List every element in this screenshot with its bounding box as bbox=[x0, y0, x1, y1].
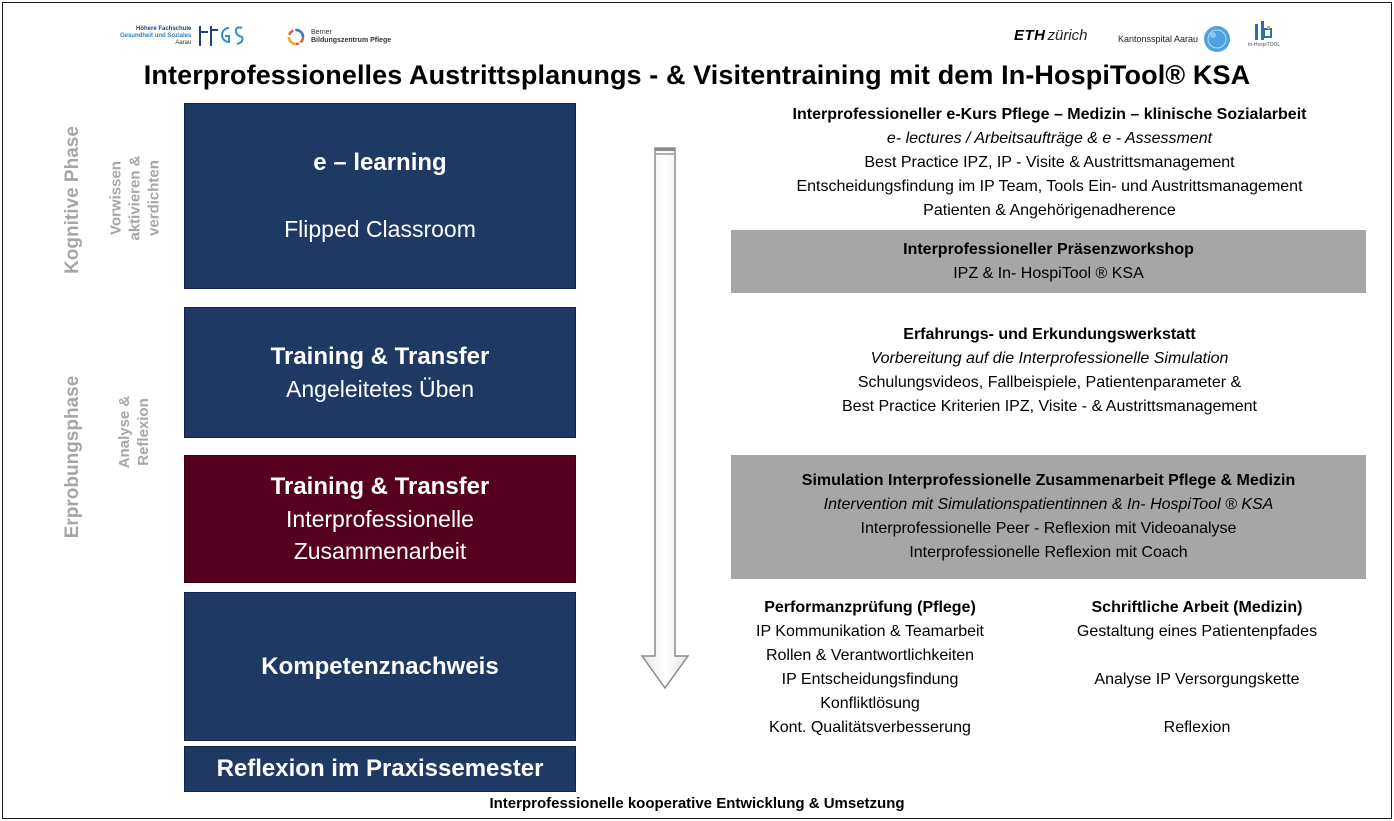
werkstatt-italic: Vorbereitung auf die Interprofessionelle… bbox=[870, 350, 1229, 367]
phase-box-kompetenz: Kompetenznachweis bbox=[184, 592, 576, 741]
medizin-line: Reflexion bbox=[1163, 719, 1231, 736]
box-subtitle: Zusammenarbeit bbox=[293, 538, 467, 564]
werkstatt-block: Erfahrungs- und Erkundungswerkstatt Vorb… bbox=[732, 323, 1367, 419]
medizin-column: Schriftliche Arbeit (Medizin) Gestaltung… bbox=[1032, 596, 1362, 740]
workshop-block: Interprofessioneller Präsenzworkshop IPZ… bbox=[731, 230, 1366, 293]
pflege-line: Kont. Qualitätsverbesserung bbox=[769, 719, 971, 736]
phase-sub-cognitive-line2: aktivieren & bbox=[126, 155, 144, 241]
eth-bold: ETH bbox=[1014, 27, 1046, 44]
pflege-line: Rollen & Verantwortlichkeiten bbox=[765, 647, 975, 664]
pflege-heading: Performanzprüfung (Pflege) bbox=[764, 599, 976, 616]
inhospitool-label: In-HospiTOOL bbox=[1248, 42, 1281, 48]
berner-circle-icon bbox=[287, 28, 305, 46]
inhospitool-logo: In-HospiTOOL bbox=[1248, 20, 1280, 48]
berner-line2: Bildungszentrum Pflege bbox=[311, 37, 392, 44]
simulation-block: Simulation Interprofessionelle Zusammena… bbox=[731, 455, 1366, 579]
werkstatt-line: Schulungsvideos, Fallbeispiele, Patiente… bbox=[857, 374, 1242, 391]
box-title: e – learning bbox=[313, 149, 447, 176]
hfgs-logo: Höhere Fachschule Gesundheit und Soziale… bbox=[120, 24, 245, 48]
inhospitool-icon bbox=[1255, 21, 1273, 40]
box-subtitle: Angeleitetes Üben bbox=[286, 375, 474, 402]
medizin-line bbox=[1032, 692, 1362, 716]
phase-label-cognitive: Kognitive Phase bbox=[62, 126, 83, 274]
pflege-line: IP Entscheidungsfindung bbox=[781, 671, 959, 688]
pflege-column: Performanzprüfung (Pflege) IP Kommunikat… bbox=[705, 596, 1035, 740]
phase-box-reflexion: Reflexion im Praxissemester bbox=[184, 746, 576, 792]
medizin-line: Gestaltung eines Patientenpfades bbox=[1076, 623, 1318, 640]
hfgs-mark-icon bbox=[199, 26, 244, 46]
werkstatt-heading: Erfahrungs- und Erkundungswerkstatt bbox=[903, 326, 1196, 343]
ekurs-heading: Interprofessioneller e-Kurs Pflege – Med… bbox=[792, 106, 1307, 123]
hfgs-line2: Gesundheit und Soziales bbox=[120, 32, 192, 39]
pflege-line: Konfliktlösung bbox=[820, 695, 920, 712]
ksa-label: Kantonsspital Aarau bbox=[1118, 34, 1199, 44]
phase-sub-cognitive-line1: Vorwissen bbox=[107, 161, 125, 235]
werkstatt-line: Best Practice Kriterien IPZ, Visite - & … bbox=[842, 398, 1257, 415]
footer-caption: Interprofessionelle kooperative Entwickl… bbox=[489, 795, 905, 812]
ekurs-line: Best Practice IPZ, IP - Visite & Austrit… bbox=[864, 154, 1235, 171]
simulation-line: Interprofessionelle Peer - Reflexion mit… bbox=[860, 520, 1237, 537]
box-title: Training & Transfer bbox=[270, 342, 490, 370]
ekurs-line: Patienten & Angehörigenadherence bbox=[923, 202, 1176, 219]
page-title: Interprofessionelles Austrittsplanungs -… bbox=[143, 60, 1251, 90]
phase-sub-erprobung-line1: Analyse & bbox=[116, 395, 133, 469]
workshop-line: IPZ & In- HospiTool ® KSA bbox=[953, 265, 1144, 282]
berner-line1: Berner bbox=[311, 29, 333, 36]
medizin-heading: Schriftliche Arbeit (Medizin) bbox=[1091, 599, 1303, 616]
phase-sub-erprobung: Analyse & Reflexion bbox=[115, 396, 153, 469]
phase-box-elearning: e – learning Flipped Classroom bbox=[184, 103, 576, 289]
box-title: Training & Transfer bbox=[270, 473, 490, 500]
ksa-logo: Kantonsspital Aarau bbox=[1118, 24, 1232, 54]
box-subtitle: Flipped Classroom bbox=[284, 216, 476, 242]
box-subtitle: Interprofessionelle bbox=[286, 506, 474, 532]
simulation-heading: Simulation Interprofessionelle Zusammena… bbox=[801, 472, 1296, 489]
phase-box-interprofessional: Training & Transfer Interprofessionelle … bbox=[184, 455, 576, 583]
phase-sub-cognitive-line3: verdichten bbox=[145, 160, 163, 236]
medizin-line bbox=[1032, 644, 1362, 668]
phase-sub-erprobung-line2: Reflexion bbox=[135, 398, 152, 466]
pflege-line: IP Kommunikation & Teamarbeit bbox=[756, 623, 984, 640]
simulation-line: Interprofessionelle Reflexion mit Coach bbox=[909, 544, 1188, 561]
ksa-globe-icon bbox=[1204, 26, 1231, 52]
berner-logo: Berner Bildungszentrum Pflege bbox=[287, 28, 391, 46]
box-title: Reflexion im Praxissemester bbox=[216, 755, 544, 782]
down-arrow-icon bbox=[640, 147, 690, 690]
phase-box-training: Training & Transfer Angeleitetes Üben bbox=[184, 307, 576, 438]
ekurs-block: Interprofessioneller e-Kurs Pflege – Med… bbox=[732, 103, 1367, 223]
eth-rest: zürich bbox=[1047, 27, 1088, 44]
phase-label-erprobung: Erprobungsphase bbox=[62, 375, 83, 539]
phase-sub-cognitive: Vorwissen aktivieren & verdichten bbox=[107, 155, 164, 240]
workshop-heading: Interprofessioneller Präsenzworkshop bbox=[903, 241, 1194, 258]
hfgs-line3: Aarau bbox=[175, 39, 192, 46]
medizin-line: Analyse IP Versorgungskette bbox=[1094, 671, 1300, 688]
ekurs-line: Entscheidungsfindung im IP Team, Tools E… bbox=[796, 178, 1303, 195]
box-title: Kompetenznachweis bbox=[261, 652, 499, 680]
hfgs-line1: Höhere Fachschule bbox=[135, 25, 192, 32]
ekurs-italic: e- lectures / Arbeitsaufträge & e - Asse… bbox=[886, 130, 1213, 147]
simulation-italic: Intervention mit Simulationspatientinnen… bbox=[823, 496, 1274, 513]
